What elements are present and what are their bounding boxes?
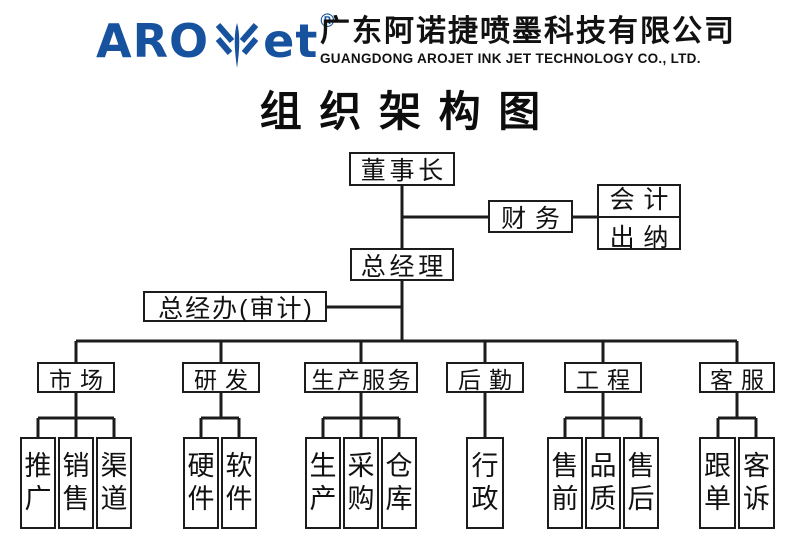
page-title: 组织架构图 [259, 88, 558, 135]
subunit-sales-box: 销售 [58, 437, 94, 529]
subunit-presales-box: 售前 [547, 437, 583, 529]
finance-label: 财务 [501, 204, 569, 233]
customer-service-subunits: 跟单 客诉 [699, 437, 775, 529]
cashier-label: 出纳 [609, 224, 678, 252]
finance-box: 财务 [488, 200, 573, 233]
company-logo: ARO et ® [96, 10, 334, 72]
subunit-administration-label: 行政 [471, 451, 499, 514]
subunit-aftersales-box: 售后 [623, 437, 659, 529]
accounting-cell: 会计 [599, 180, 679, 216]
company-name-cn: 广东阿诺捷喷墨科技有限公司 [320, 15, 736, 48]
connector-department-stubs [74, 341, 739, 362]
subunit-software-label: 软件 [225, 451, 253, 514]
accounting-label: 会计 [609, 186, 678, 214]
rnd-subunits: 硬件 软件 [183, 437, 257, 529]
subunit-aftersales-label: 售后 [627, 451, 655, 514]
subunit-channel-box: 渠道 [96, 437, 132, 529]
subunit-purchasing-box: 采购 [343, 437, 379, 529]
company-name-en: GUANGDONG AROJET INK JET TECHNOLOGY CO.,… [320, 51, 701, 66]
engineering-subunits: 售前 品质 售后 [547, 437, 659, 529]
gm-office-label: 总经办(审计) [158, 294, 314, 323]
subunit-order-follow-label: 跟单 [704, 451, 731, 514]
subunit-warehouse-label: 仓库 [385, 451, 413, 514]
dept-customer-service-box: 客服 [699, 362, 775, 393]
subunit-channel-label: 渠道 [100, 451, 128, 514]
general-manager-label: 总经理 [360, 252, 447, 281]
subunit-production-label: 生产 [309, 451, 337, 514]
dept-market-label: 市场 [48, 366, 112, 393]
chairman-label: 董事长 [360, 157, 447, 185]
subunit-software-box: 软件 [221, 437, 257, 529]
subunit-promotion-box: 推广 [20, 437, 56, 529]
subunit-quality-label: 品质 [589, 451, 617, 514]
logo-text-aro: ARO [96, 14, 210, 68]
company-name-block: 广东阿诺捷喷墨科技有限公司 GUANGDONG AROJET INK JET T… [320, 15, 736, 66]
dept-engineering-box: 工程 [564, 362, 642, 393]
registered-trademark-symbol: ® [320, 11, 335, 32]
logo-text-et: et [263, 14, 319, 68]
dept-production-service-label: 生产服务 [311, 366, 413, 393]
production-service-subunits: 生产 采购 仓库 [305, 437, 417, 529]
subunit-promotion-label: 推广 [24, 451, 52, 514]
subunit-presales-label: 售前 [551, 451, 579, 514]
logistics-subunits: 行政 [466, 437, 504, 529]
dept-market-box: 市场 [37, 362, 115, 393]
subunit-production-box: 生产 [305, 437, 341, 529]
dept-rnd-label: 研发 [193, 366, 257, 393]
subunit-purchasing-label: 采购 [347, 451, 375, 514]
subunit-quality-box: 品质 [585, 437, 621, 529]
subunit-complaints-box: 客诉 [738, 437, 775, 529]
dept-rnd-box: 研发 [182, 362, 260, 393]
subunit-warehouse-box: 仓库 [381, 437, 417, 529]
finance-sub-box: 会计 出纳 [597, 184, 681, 252]
dept-engineering-label: 工程 [575, 366, 639, 393]
subunit-order-follow-box: 跟单 [699, 437, 736, 529]
arojet-leaf-icon [215, 23, 259, 68]
subunit-complaints-label: 客诉 [743, 451, 770, 514]
subunit-sales-label: 销售 [62, 451, 90, 514]
subunit-administration-box: 行政 [466, 437, 504, 529]
market-subunits: 推广 销售 渠道 [20, 437, 132, 529]
dept-production-service-box: 生产服务 [304, 362, 418, 393]
connector-subunit-brackets [36, 393, 758, 437]
subunit-hardware-label: 硬件 [187, 451, 215, 514]
dept-logistics-label: 后勤 [457, 366, 521, 393]
dept-customer-service-label: 客服 [709, 366, 773, 393]
cashier-cell: 出纳 [599, 216, 679, 254]
gm-office-box: 总经办(审计) [143, 291, 327, 323]
subunit-hardware-box: 硬件 [183, 437, 219, 529]
chairman-box: 董事长 [349, 152, 455, 186]
general-manager-box: 总经理 [350, 248, 454, 281]
dept-logistics-box: 后勤 [446, 362, 524, 393]
